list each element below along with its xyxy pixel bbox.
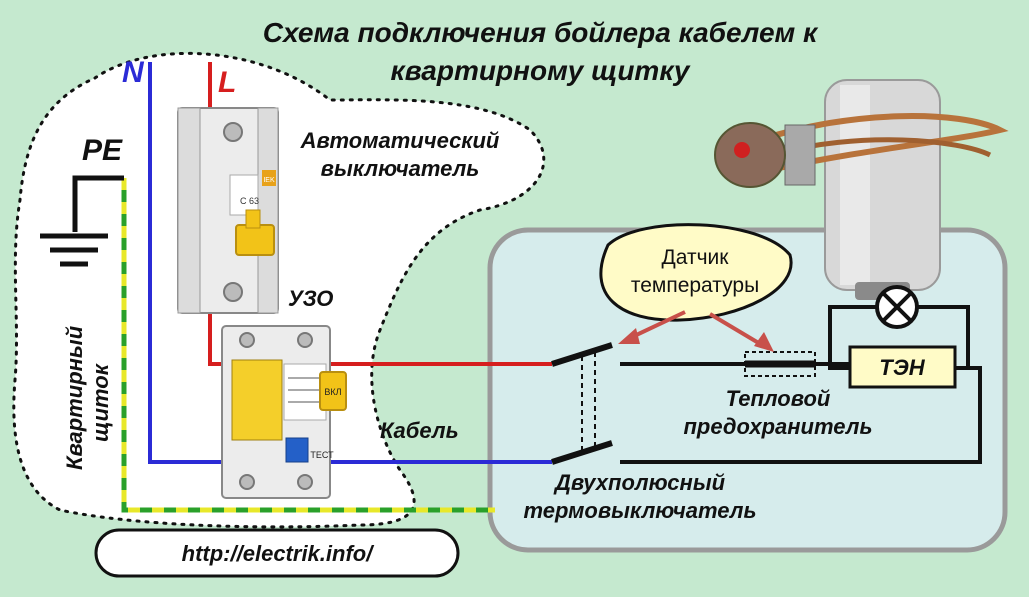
breaker-label-1: Автоматический [300,128,500,153]
neutral-wire [148,62,552,464]
breaker-rating: C 63 [240,196,259,206]
rcd-device: ВКЛ ТЕСТ [221,325,347,499]
heater-label: ТЭН [879,355,926,380]
cable-label: Кабель [380,418,459,443]
url-pill [94,528,460,578]
boiler-tank [824,79,941,300]
heating-element-image [714,113,1009,188]
fuse-label-2: предохранитель [683,414,872,439]
breaker-label-2: выключатель [321,156,480,181]
panel-label-2: щиток [88,362,113,442]
boiler-circuit [620,362,982,464]
neutral-label: N [122,56,145,89]
sensor-label-2: температуры [631,274,759,297]
thermostat-label-2: термовыключатель [523,498,756,523]
earth-wire [121,178,495,513]
line-wire-mid [208,300,225,366]
breaker-brand: IEK [263,177,275,184]
sensor-label-1: Датчик [662,246,730,269]
thermostat-label-1: Двухполюсный [553,470,726,495]
earth-label: PE [82,134,123,167]
fuse-label-1: Тепловой [726,386,831,411]
sensor-bubble: Датчик температуры [599,223,793,322]
ground-symbol [40,175,124,267]
panel-label-1: Квартирный [62,325,87,470]
sensor-arrows [618,310,774,352]
indicator-lamp [828,285,970,370]
url-text: http://electrik.info/ [182,541,376,566]
thermal-fuse [744,351,816,377]
circuit-breaker: C 63 IEK [177,107,279,314]
rcd-on-label: ВКЛ [324,387,341,397]
rcd-test-label: ТЕСТ [310,450,334,460]
title-line-2: квартирному щитку [391,55,691,86]
title-line-1: Схема подключения бойлера кабелем к [263,17,819,48]
thermostat-switch [551,342,613,465]
rcd-label: УЗО [288,286,333,311]
panel-label: Квартирный щиток [62,325,113,470]
line-label: L [218,66,236,99]
heater-box [848,345,957,389]
